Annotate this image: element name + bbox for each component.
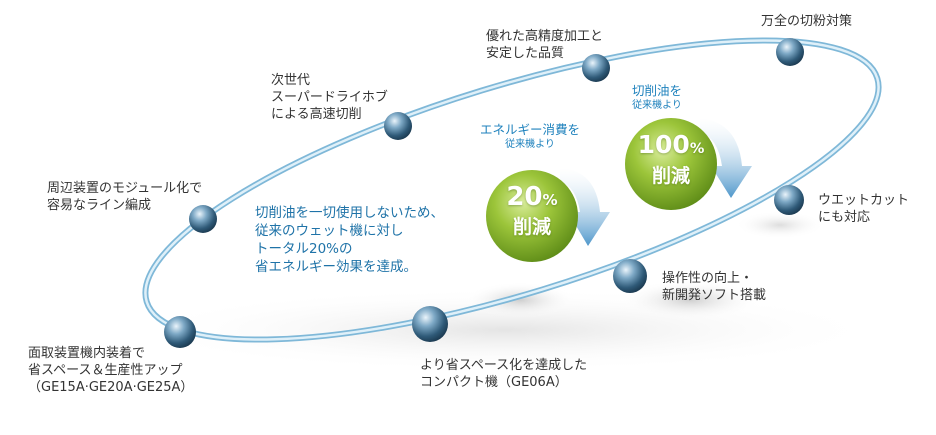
badge-caption-energy: エネルギー消費を 従来機より bbox=[470, 122, 590, 151]
statement-line: 省エネルギー効果を達成。 bbox=[255, 259, 417, 275]
label-super-dry-hob: 次世代 スーパードライホブ による高速切削 bbox=[271, 72, 388, 123]
statement-line: 従来のウェット機に対し bbox=[255, 223, 404, 239]
node-sphere-modular bbox=[189, 205, 217, 233]
label-line: 容易なライン編成 bbox=[47, 198, 152, 213]
badge-value-oil: 100% 削減 bbox=[625, 130, 717, 188]
badge-value-energy: 20% 削減 bbox=[486, 182, 578, 239]
node-spheres bbox=[164, 38, 804, 348]
reduction-label: 削減 bbox=[512, 216, 551, 238]
label-chamfering-unit: 面取装置機内装着で 省スペース＆生産性アップ （GE15A·GE20A·GE25… bbox=[28, 345, 193, 396]
label-line: コンパクト機（GE06A） bbox=[420, 375, 568, 390]
label-line: 操作性の向上・ bbox=[662, 271, 754, 286]
label-compact-machine: より省スペース化を達成した コンパクト機（GE06A） bbox=[420, 357, 587, 391]
caption-line: エネルギー消費を bbox=[479, 122, 580, 137]
caption-line: 切削油を bbox=[631, 83, 682, 98]
badge-circle-oil bbox=[625, 118, 717, 210]
label-line: （GE15A·GE20A·GE25A） bbox=[28, 380, 194, 395]
label-modular-peripherals: 周辺装置のモジュール化で 容易なライン編成 bbox=[47, 180, 202, 214]
node-sphere-chamfering bbox=[164, 316, 196, 348]
label-line: 省スペース＆生産性アップ bbox=[28, 363, 183, 378]
node-sphere-chip bbox=[776, 38, 804, 66]
down-arrow-icon bbox=[560, 168, 610, 246]
label-chip-measures: 万全の切粉対策 bbox=[761, 13, 852, 30]
node-sphere-hob bbox=[384, 112, 412, 140]
node-sphere-wet bbox=[774, 185, 804, 215]
floor-shadows bbox=[125, 211, 885, 372]
label-line: にも対応 bbox=[818, 210, 871, 225]
label-precision-quality: 優れた高精度加工と 安定した品質 bbox=[486, 28, 603, 62]
label-line: ウエットカット bbox=[818, 193, 910, 208]
reduction-value: 20 bbox=[506, 182, 543, 212]
caption-line: 従来機より bbox=[632, 100, 682, 111]
badge-caption-oil: 切削油を 従来機より bbox=[602, 83, 712, 112]
energy-saving-statement: 切削油を一切使用しないため、 従来のウェット機に対し トータル20%の 省エネル… bbox=[255, 204, 444, 276]
label-line: スーパードライホブ bbox=[271, 90, 388, 105]
label-wet-cut: ウエットカット にも対応 bbox=[818, 192, 909, 226]
orbit-ring bbox=[142, 37, 882, 343]
label-line: 安定した品質 bbox=[486, 46, 565, 61]
statement-line: トータル20%の bbox=[255, 241, 353, 257]
label-line: 面取装置機内装着で bbox=[28, 346, 146, 361]
statement-line: 切削油を一切使用しないため、 bbox=[255, 205, 444, 221]
down-arrow-icon bbox=[700, 118, 752, 198]
node-sphere-precision bbox=[582, 54, 610, 82]
caption-line: 従来機より bbox=[505, 139, 555, 150]
label-line: 次世代 bbox=[271, 73, 311, 88]
label-line: より省スペース化を達成した bbox=[420, 358, 588, 373]
label-line: による高速切削 bbox=[271, 107, 362, 122]
label-line: 優れた高精度加工と bbox=[486, 29, 604, 44]
reduction-value: 100 bbox=[637, 130, 690, 159]
label-line: 周辺装置のモジュール化で bbox=[47, 181, 203, 196]
reduction-arrows bbox=[560, 118, 752, 246]
label-line: 新開発ソフト搭載 bbox=[662, 288, 767, 303]
node-sphere-compact bbox=[412, 306, 448, 342]
reduction-unit: % bbox=[689, 141, 705, 157]
badge-circle-energy bbox=[486, 170, 578, 262]
reduction-badges bbox=[486, 118, 717, 262]
label-line: 万全の切粉対策 bbox=[761, 14, 853, 29]
reduction-label: 削減 bbox=[651, 165, 690, 187]
reduction-unit: % bbox=[542, 191, 558, 209]
label-operability: 操作性の向上・ 新開発ソフト搭載 bbox=[662, 270, 766, 304]
node-sphere-operability bbox=[613, 259, 647, 293]
